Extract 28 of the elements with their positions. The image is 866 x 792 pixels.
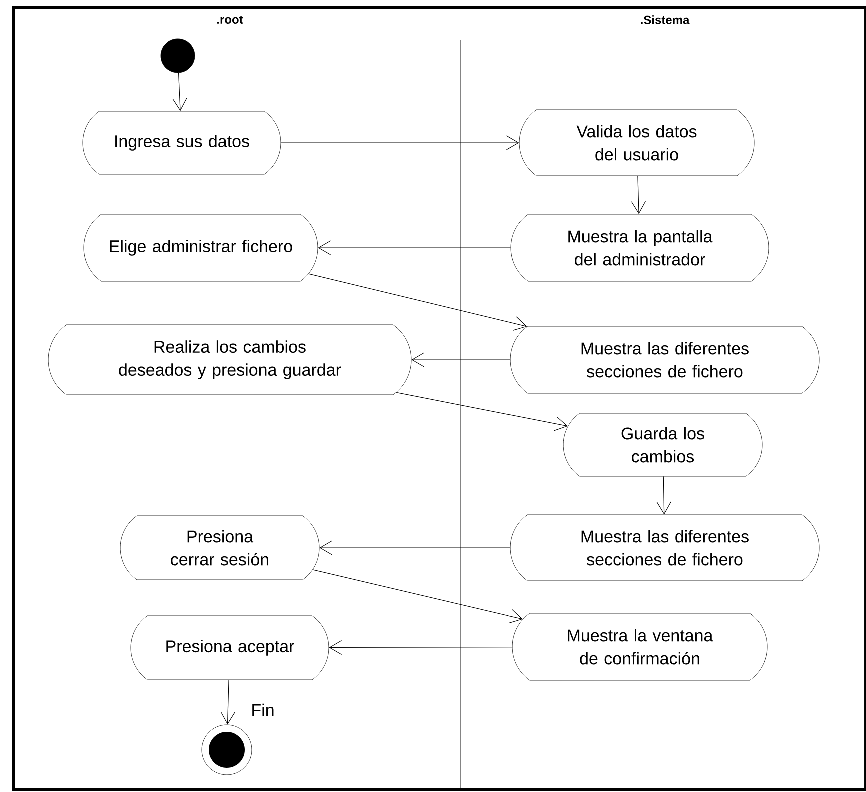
- end-dot: [202, 724, 252, 776]
- arrow: [172, 72, 188, 112]
- arrow: [412, 352, 511, 368]
- action-box: Presiona cerrar sesión: [120, 516, 320, 580]
- arrow: [656, 476, 672, 515]
- arrow: [320, 540, 511, 556]
- arrow: [631, 176, 646, 214]
- action-box: Muestra las diferentes secciones de fichero: [510, 326, 820, 394]
- arrow: [312, 570, 523, 624]
- action-box: Elige administrar fichero: [84, 214, 318, 282]
- action-box: Valida los datos del usuario: [519, 110, 755, 176]
- action-box: Muestra la pantalla del administrador: [510, 214, 770, 282]
- arrow: [329, 640, 513, 656]
- action-box: Guarda los cambios: [563, 413, 763, 477]
- action-box: Realiza los cambios deseados y presiona guardar: [48, 324, 412, 396]
- action-box: Ingresa sus datos: [82, 111, 282, 175]
- arrow: [308, 274, 528, 331]
- arrow: [318, 240, 512, 256]
- action-box: Muestra la ventana de confirmación: [512, 613, 768, 681]
- lane-header: .Sistema: [641, 16, 690, 24]
- action-box: Presiona aceptar: [130, 616, 330, 680]
- action-box: Muestra las diferentes secciones de fichero: [510, 514, 820, 582]
- lane-header: .root: [218, 16, 244, 24]
- arrow: [220, 680, 236, 725]
- arrow: [280, 136, 520, 150]
- start-dot: [160, 38, 196, 74]
- edge-label: Fin: [250, 702, 276, 718]
- arrow: [396, 392, 568, 432]
